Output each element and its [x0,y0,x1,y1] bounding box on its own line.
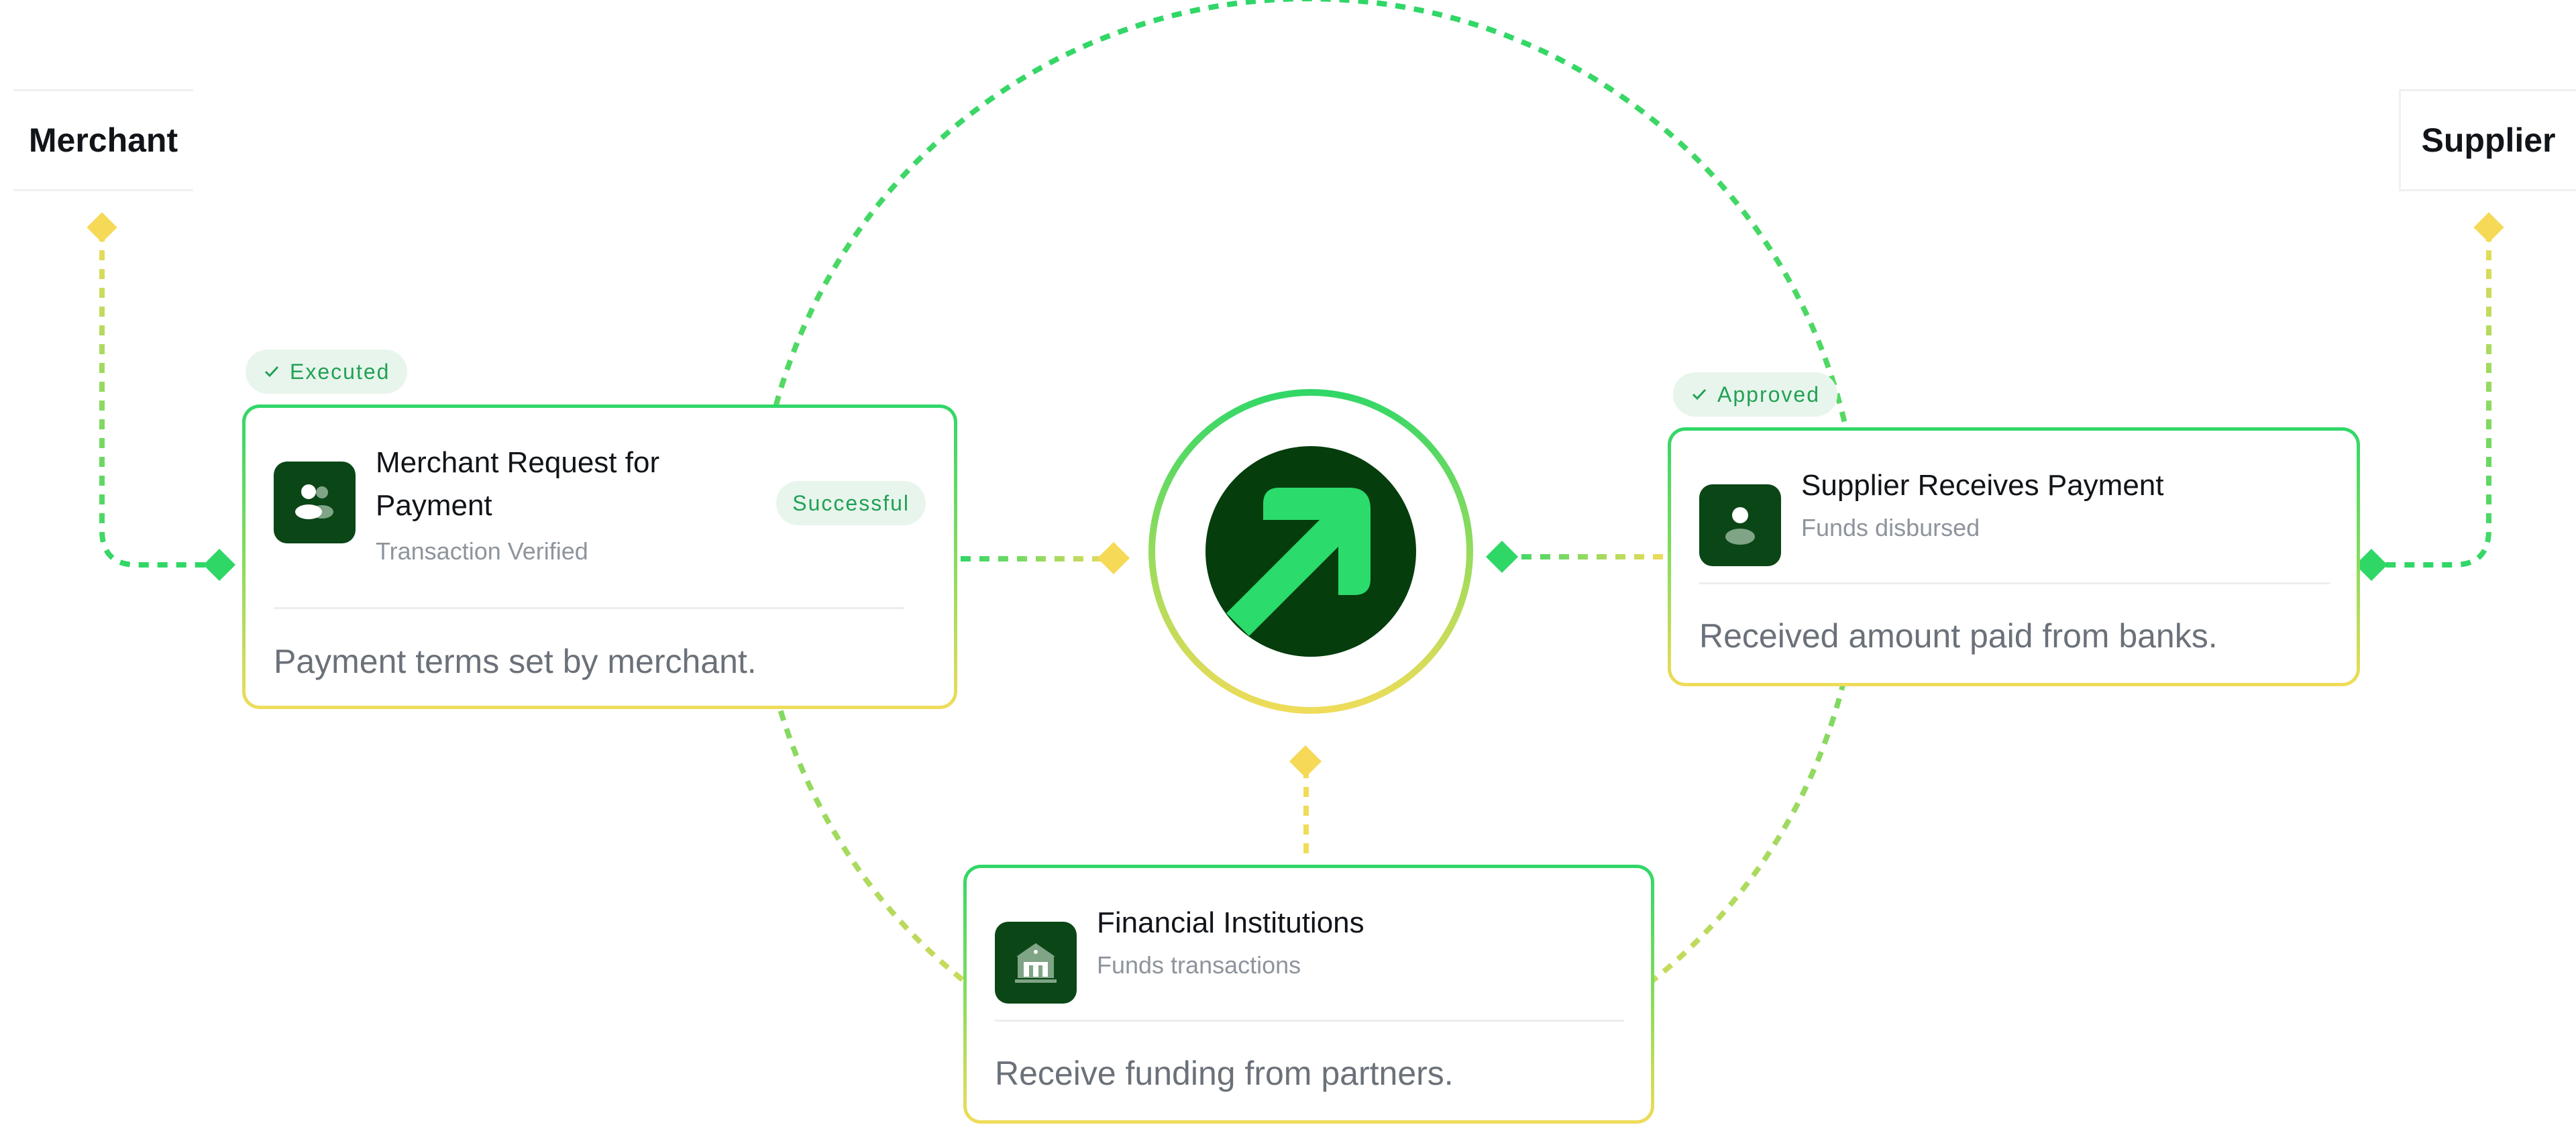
executed-status-pill: Executed [246,350,408,394]
card-divider [1699,582,2330,584]
users-icon [274,462,356,543]
hub-left-diamond [1097,541,1130,575]
card-divider [995,1020,1624,1022]
financial-institutions-card[interactable]: Financial Institutions Funds transaction… [963,865,1654,1124]
user-icon [1699,484,1781,566]
successful-badge: Successful [776,481,926,525]
merchant-request-card[interactable]: Merchant Request for Payment Transaction… [242,405,957,709]
central-hub[interactable] [1148,389,1473,714]
merchant-label: Merchant [13,89,193,191]
merchant-top-diamond [87,212,117,243]
card-title: Financial Institutions [1097,906,1364,939]
executed-status-label: Executed [290,359,390,384]
card-title: Merchant Request for Payment [376,446,660,522]
supplier-receives-card[interactable]: Supplier Receives Payment Funds disburse… [1668,427,2360,686]
card-subtitle: Funds disbursed [1801,514,1980,541]
merchant-card-diamond [203,548,236,582]
card-description: Receive funding from partners. [995,1055,1454,1092]
supplier-card-diamond [2355,548,2388,582]
approved-status-label: Approved [1717,382,1820,407]
card-divider [274,607,904,609]
card-description: Received amount paid from banks. [1699,617,2218,655]
arrow-up-right-icon [1205,446,1416,657]
card-title: Supplier Receives Payment [1801,469,2164,502]
hub-right-diamond [1485,540,1519,574]
check-icon [263,363,280,380]
supplier-top-diamond [2473,212,2504,243]
check-icon [1690,386,1708,403]
merchant-connector [99,231,221,568]
hub-bottom-diamond [1289,745,1322,778]
supplier-connector [2369,231,2491,568]
supplier-label: Supplier [2399,89,2576,191]
card-subtitle: Transaction Verified [376,537,588,565]
card-subtitle: Funds transactions [1097,951,1301,979]
approved-status-pill: Approved [1673,372,1837,417]
bank-icon [995,922,1077,1004]
card-description: Payment terms set by merchant. [274,643,757,680]
